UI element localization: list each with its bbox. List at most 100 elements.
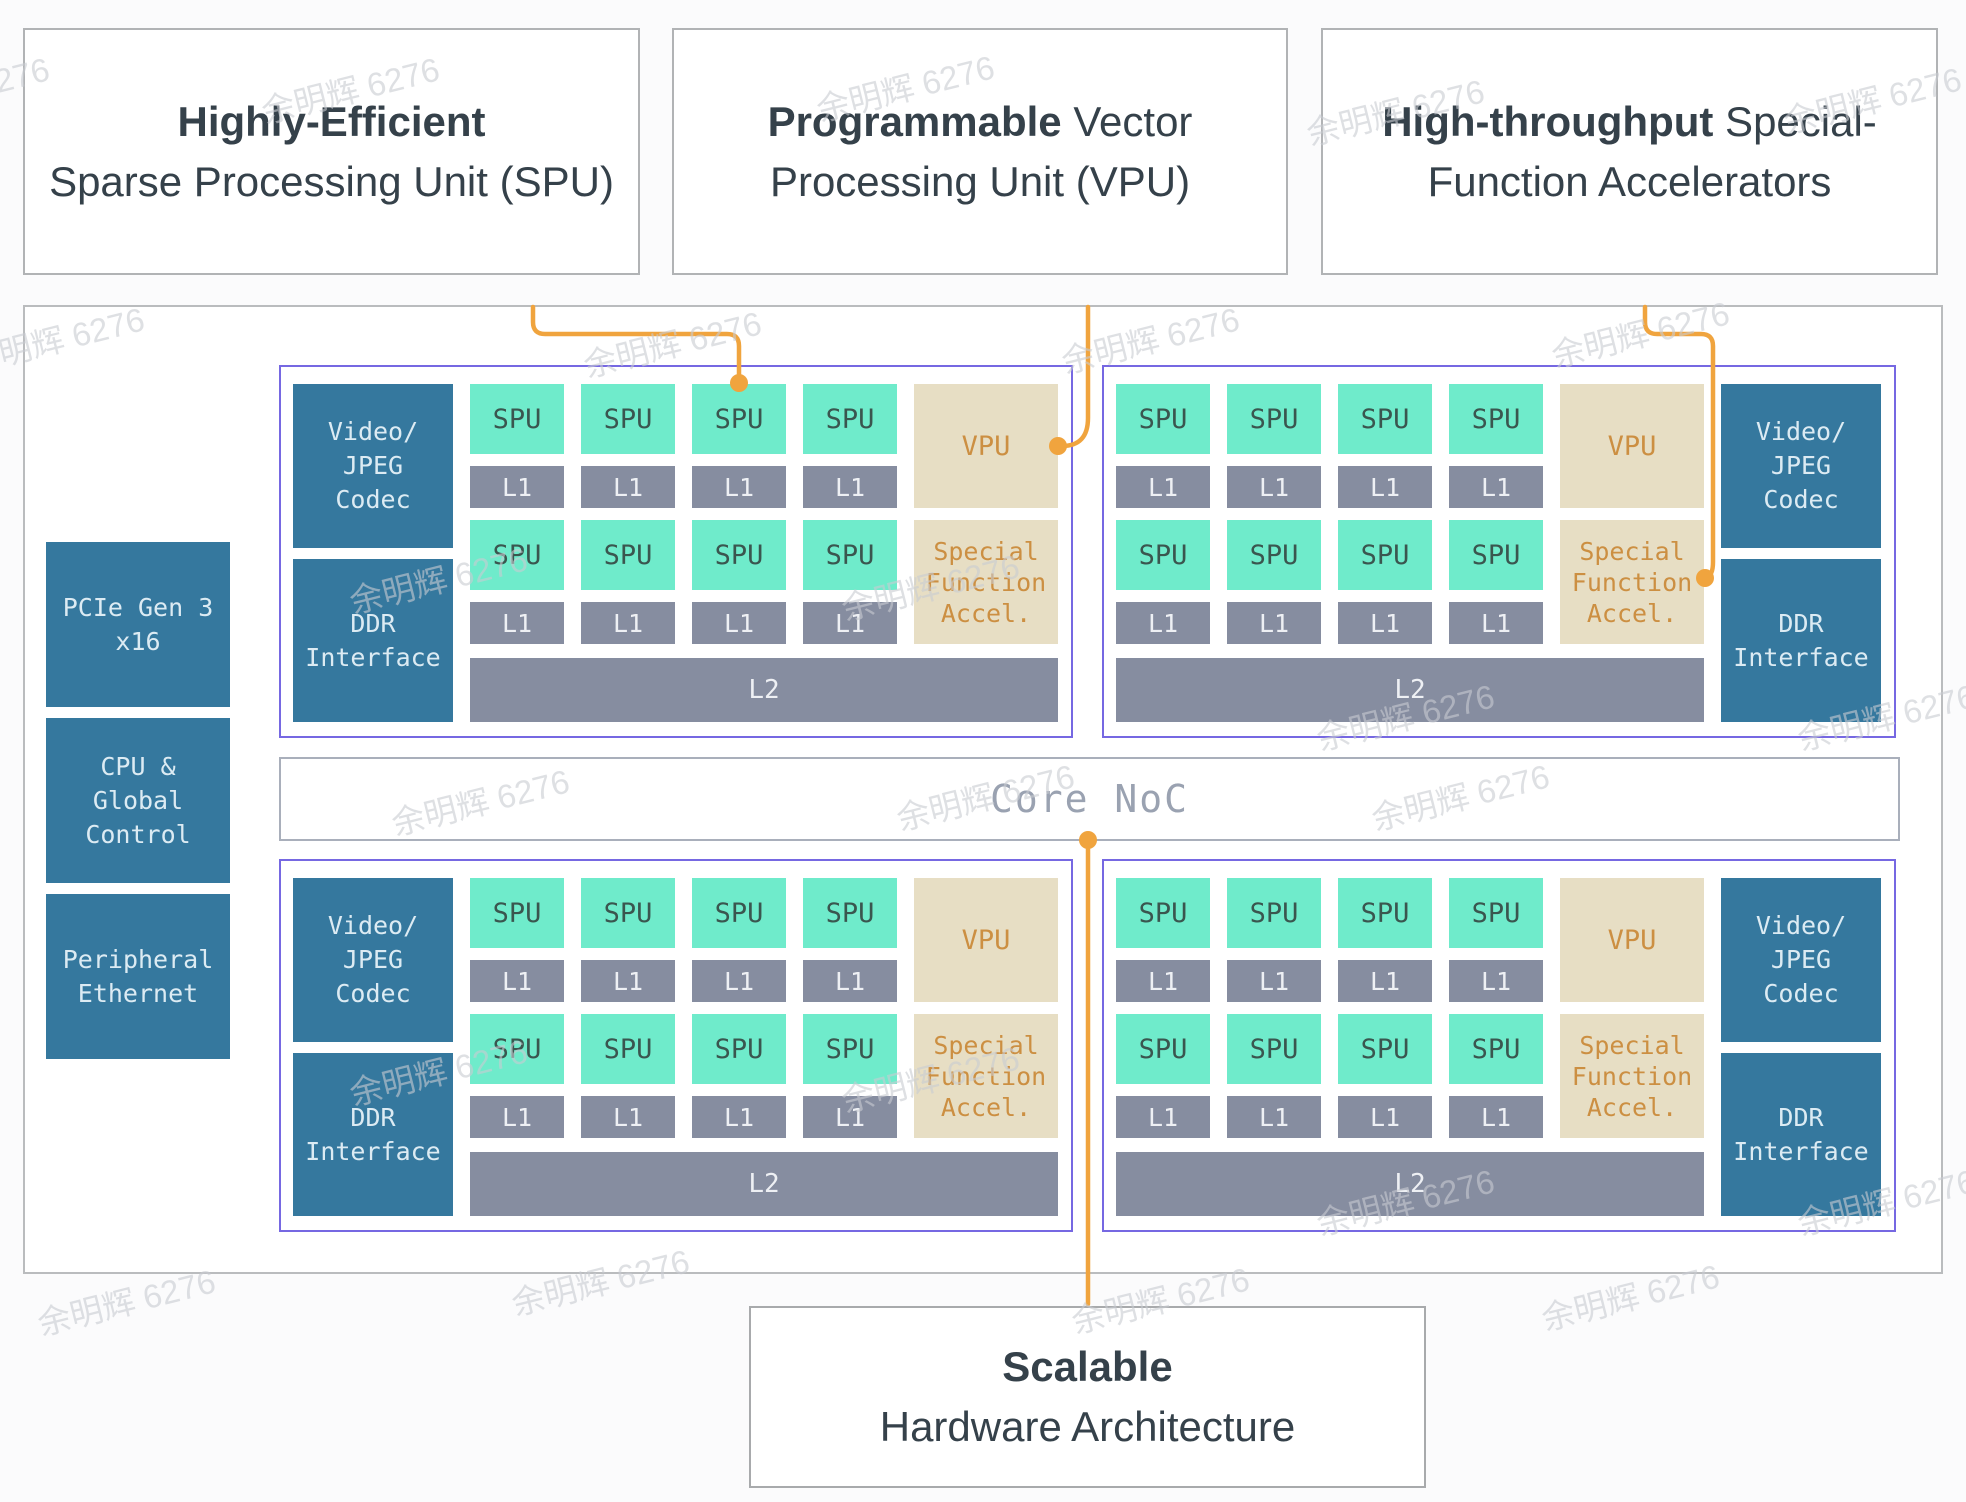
quadrant-io-column: Video/ JPEG Codec DDR Interface: [293, 878, 453, 1216]
quadrant-io-column: Video/ JPEG Codec DDR Interface: [293, 384, 453, 722]
sfa-line: Function: [925, 1061, 1047, 1091]
vpu-block: VPU: [1560, 878, 1704, 1002]
compute-cluster-quadrant: Video/ JPEG Codec DDR Interface SPU SPU …: [279, 859, 1073, 1232]
l1-cache-block: L1: [692, 602, 786, 644]
l1-cache-block: L1: [581, 960, 675, 1002]
spu-block: SPU: [1227, 878, 1321, 948]
quadrant-core-column: SPU SPU SPU SPU L1 L1 L1 L1 SPU SPU SPU …: [1116, 384, 1704, 722]
l2-cache-bar: L2: [470, 658, 1058, 722]
spu-block: SPU: [803, 384, 897, 454]
spu-block: SPU: [581, 520, 675, 590]
label-line: Processing Unit (VPU): [769, 157, 1191, 205]
sfa-line: Function: [925, 567, 1047, 597]
codec-line: Codec: [335, 485, 411, 514]
l1-cache-block: L1: [1227, 602, 1321, 644]
spu-block: SPU: [1227, 1014, 1321, 1084]
spu-block: SPU: [1338, 1014, 1432, 1084]
quadrant-core-column: SPU SPU SPU SPU L1 L1 L1 L1 SPU SPU SPU …: [1116, 878, 1704, 1216]
label-line: Scalable: [1002, 1343, 1173, 1390]
cpu-line: Control: [85, 819, 191, 849]
spu-l1-grid: SPU SPU SPU SPU L1 L1 L1 L1 SPU SPU SPU …: [1116, 878, 1543, 1140]
sfa-line: Accel.: [940, 1092, 1032, 1122]
quadrant-core-top: SPU SPU SPU SPU L1 L1 L1 L1 SPU SPU SPU …: [1116, 384, 1704, 646]
sfa-line: Special: [933, 1030, 1039, 1060]
label-line: Highly-Efficient: [177, 97, 486, 145]
spu-block: SPU: [1227, 520, 1321, 590]
spu-block: SPU: [1116, 878, 1210, 948]
l1-cache-block: L1: [1116, 1096, 1210, 1138]
vpu-column: VPU Special Function Accel.: [1560, 878, 1704, 1140]
ddr-interface-block: DDR Interface: [293, 1053, 453, 1216]
spu-block: SPU: [470, 1014, 564, 1084]
vpu-block: VPU: [914, 384, 1058, 508]
l1-cache-block: L1: [1116, 960, 1210, 1002]
label-line: Sparse Processing Unit (SPU): [49, 157, 614, 205]
l1-cache-block: L1: [692, 1096, 786, 1138]
label-line: Function Accelerators: [1427, 157, 1832, 205]
spu-block: SPU: [803, 520, 897, 590]
codec-line: JPEG: [342, 451, 404, 480]
compute-cluster-quadrant: Video/ JPEG Codec DDR Interface SPU SPU …: [279, 365, 1073, 738]
vpu-block: VPU: [914, 878, 1058, 1002]
spu-block: SPU: [692, 384, 786, 454]
spu-block: SPU: [1449, 384, 1543, 454]
label-line: Hardware Architecture: [879, 1403, 1296, 1450]
ddr-line: DDR: [1778, 1102, 1824, 1132]
ddr-interface-block: DDR Interface: [1721, 559, 1881, 722]
l1-cache-block: L1: [1227, 960, 1321, 1002]
ddr-line: Interface: [305, 642, 441, 672]
spu-block: SPU: [1449, 1014, 1543, 1084]
spu-block: SPU: [1227, 384, 1321, 454]
spu-l1-grid: SPU SPU SPU SPU L1 L1 L1 L1 SPU SPU SPU …: [1116, 384, 1543, 646]
quadrant-core-column: SPU SPU SPU SPU L1 L1 L1 L1 SPU SPU SPU …: [470, 384, 1058, 722]
l2-cache-bar: L2: [470, 1152, 1058, 1216]
spu-block: SPU: [1338, 384, 1432, 454]
label-box-vpu: Programmable Vector Processing Unit (VPU…: [672, 28, 1288, 275]
special-function-accel-block: Special Function Accel.: [914, 1014, 1058, 1138]
l1-cache-block: L1: [470, 466, 564, 508]
codec-line: JPEG: [342, 945, 404, 974]
video-jpeg-codec-block: Video/ JPEG Codec: [1721, 878, 1881, 1042]
l1-cache-block: L1: [470, 960, 564, 1002]
label-line: High-throughput Special-: [1382, 97, 1877, 145]
l1-cache-block: L1: [1227, 466, 1321, 508]
l1-cache-block: L1: [581, 602, 675, 644]
quadrant-core-top: SPU SPU SPU SPU L1 L1 L1 L1 SPU SPU SPU …: [470, 384, 1058, 646]
codec-line: JPEG: [1770, 451, 1832, 480]
l1-cache-block: L1: [803, 602, 897, 644]
spu-l1-grid: SPU SPU SPU SPU L1 L1 L1 L1 SPU SPU SPU …: [470, 384, 897, 646]
sfa-line: Special: [1579, 536, 1685, 566]
spu-block: SPU: [581, 1014, 675, 1084]
sfa-line: Special: [1579, 1030, 1685, 1060]
l1-cache-block: L1: [1449, 602, 1543, 644]
core-noc-bar: Core NoC: [279, 757, 1900, 841]
peripheral-line: Peripheral: [62, 944, 214, 974]
spu-block: SPU: [581, 384, 675, 454]
ddr-line: DDR: [350, 608, 396, 638]
codec-line: Video/: [327, 911, 419, 940]
ddr-interface-block: DDR Interface: [1721, 1053, 1881, 1216]
peripheral-ethernet-block: Peripheral Ethernet: [46, 894, 230, 1059]
sfa-line: Function: [1571, 1061, 1693, 1091]
l1-cache-block: L1: [581, 466, 675, 508]
video-jpeg-codec-block: Video/ JPEG Codec: [1721, 384, 1881, 548]
codec-line: Video/: [1755, 417, 1847, 446]
ddr-line: DDR: [1778, 608, 1824, 638]
l2-cache-bar: L2: [1116, 658, 1704, 722]
spu-l1-grid: SPU SPU SPU SPU L1 L1 L1 L1 SPU SPU SPU …: [470, 878, 897, 1140]
spu-block: SPU: [1449, 520, 1543, 590]
spu-block: SPU: [581, 878, 675, 948]
l1-cache-block: L1: [1449, 960, 1543, 1002]
quadrant-io-column: Video/ JPEG Codec DDR Interface: [1721, 878, 1881, 1216]
cpu-line: Global: [92, 785, 184, 815]
sfa-line: Accel.: [940, 598, 1032, 628]
spu-block: SPU: [1116, 384, 1210, 454]
spu-block: SPU: [1338, 520, 1432, 590]
codec-line: Codec: [1763, 485, 1839, 514]
video-jpeg-codec-block: Video/ JPEG Codec: [293, 878, 453, 1042]
l1-cache-block: L1: [803, 960, 897, 1002]
ddr-line: DDR: [350, 1102, 396, 1132]
spu-block: SPU: [1116, 1014, 1210, 1084]
vpu-column: VPU Special Function Accel.: [914, 878, 1058, 1140]
